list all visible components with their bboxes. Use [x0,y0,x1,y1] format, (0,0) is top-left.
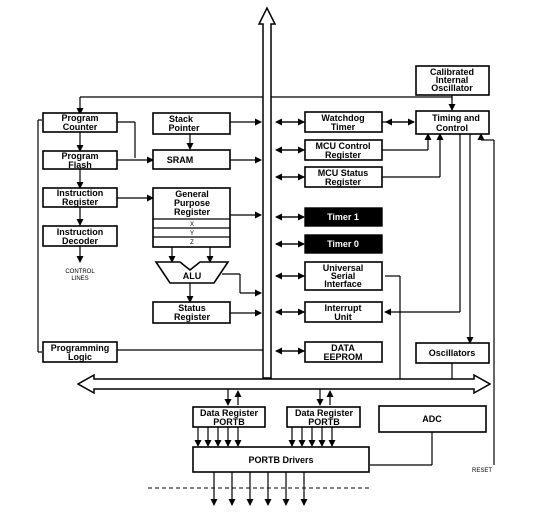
instruction-register-label-2: Register [62,197,99,207]
status-register-label-2: Register [174,312,211,322]
reset-text: RESET [472,468,492,474]
main-horizontal-bus [76,373,492,395]
timer1-block: Timer 1 [304,207,383,227]
mcu-control-register-label-1: MCU Control [316,141,371,151]
interrupt-unit-label-2: Unit [334,312,352,322]
mcu-status-register-label-1: MCU Status [318,168,369,178]
programming-logic-label-2: Logic [68,352,92,362]
usi-label-2: Serial [331,271,356,281]
instruction-decoder-block: Instruction Decoder [42,225,118,247]
status-register-block: Status Register [152,301,231,324]
oscillators-label: Oscillators [429,348,476,358]
data-eeprom-block: DATA EEPROM [304,341,383,363]
timing-and-control-block: Timing and Control [415,110,490,135]
mcu-status-register-label-2: Register [325,177,362,187]
gpr-label-1: General [175,189,209,199]
watchdog-timer-label-1: Watchdog [321,113,364,123]
data-register-1-label-1: Data Register [200,408,259,418]
instruction-decoder-label-2: Decoder [62,236,99,246]
status-register-label-1: Status [178,303,206,313]
sram-block: SRAM [152,149,231,170]
alu-label: ALU [183,271,202,281]
interrupt-unit-label-1: Interrupt [325,303,362,313]
usi-label-1: Universal [323,263,364,273]
data-eeprom-label-1: DATA [331,343,355,353]
reset-label: RESET [472,468,492,474]
data-register-2-label-2: PORTB [308,417,340,427]
mcu-control-register-block: MCU Control Register [304,139,383,161]
programming-logic-label-1: Programming [51,343,110,353]
program-counter-label-2: Counter [63,122,98,132]
program-flash-block: Program Flash [42,150,118,170]
portb-drivers-label: PORTB Drivers [248,455,313,465]
general-purpose-register-block: General Purpose Register X Y Z [152,187,231,248]
calibrated-oscillator-block: Calibrated Internal Oscillator [415,65,490,96]
gpr-label-3: Register [174,207,211,217]
timing-control-label-1: Timing and [432,113,480,123]
watchdog-timer-block: Watchdog Timer [304,111,383,133]
universal-serial-interface-block: Universal Serial Interface [304,261,383,291]
adc-block: ADC [378,405,487,433]
data-register-portb-1-block: Data Register PORTB [192,406,266,428]
gpr-label-2: Purpose [174,198,210,208]
stack-pointer-label-1: Stack [169,114,194,124]
gpr-row-z: Z [190,240,194,246]
sram-label: SRAM [167,155,194,165]
gpr-row-x: X [190,222,194,228]
timer0-label: Timer 0 [327,239,359,249]
mcu-status-register-block: MCU Status Register [304,166,383,188]
data-register-portb-2-block: Data Register PORTB [286,406,361,428]
data-register-1-label-2: PORTB [213,417,245,427]
usi-label-3: Interface [324,279,362,289]
instruction-register-label-1: Instruction [57,188,104,198]
connection-lines [37,95,495,506]
instruction-decoder-label-1: Instruction [57,227,104,237]
adc-label: ADC [422,414,442,424]
gpr-row-y: Y [190,231,194,237]
control-lines-label: CONTROL LINES [65,269,95,282]
control-lines-label-2: LINES [71,276,88,282]
alu-block: ALU [154,261,230,284]
interrupt-unit-block: Interrupt Unit [304,301,383,323]
timer0-block: Timer 0 [304,234,383,254]
timer1-label: Timer 1 [327,212,359,222]
main-data-bus [257,6,277,379]
data-register-2-label-1: Data Register [295,408,354,418]
watchdog-timer-label-2: Timer [331,122,356,132]
program-counter-label-1: Program [61,113,98,123]
stack-pointer-block: Stack Pointer [152,112,231,135]
instruction-register-block: Instruction Register [42,187,118,208]
calibrated-oscillator-label-2: Internal [436,75,469,85]
programming-logic-block: Programming Logic [42,341,118,363]
timing-control-label-2: Control [436,123,468,133]
calibrated-oscillator-label-1: Calibrated [430,67,474,77]
calibrated-oscillator-label-3: Oscillator [431,83,473,93]
program-counter-block: Program Counter [42,112,118,133]
portb-drivers-block: PORTB Drivers [192,446,370,473]
stack-pointer-label-2: Pointer [168,123,200,133]
data-eeprom-label-2: EEPROM [323,352,362,362]
mcu-control-register-label-2: Register [325,150,362,160]
program-flash-label-2: Flash [68,160,92,170]
control-lines-label-1: CONTROL [65,269,95,275]
oscillators-block: Oscillators [415,342,490,364]
program-flash-label-1: Program [61,151,98,161]
